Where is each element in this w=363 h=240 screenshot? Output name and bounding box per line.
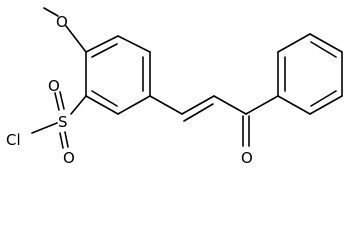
alkene-carbonyl-bond bbox=[213, 95, 247, 115]
alkene-double-bond bbox=[181, 95, 215, 115]
ring-bond bbox=[85, 35, 119, 53]
ring-bond bbox=[117, 95, 151, 115]
ring-double-bond bbox=[91, 90, 118, 107]
aryl-alkene-bond bbox=[149, 95, 183, 115]
right-benzene-ring bbox=[277, 33, 343, 115]
chemical-structure: O O S Cl O O bbox=[6, 7, 343, 167]
ring-bond bbox=[85, 95, 119, 115]
methoxy-oxygen-label: O bbox=[56, 13, 68, 31]
ring-bond bbox=[309, 33, 343, 53]
sulfur-label: S bbox=[58, 113, 68, 131]
ring-bond bbox=[117, 35, 151, 53]
s-o-double-bond bbox=[59, 91, 65, 110]
ring-bond bbox=[309, 95, 343, 115]
methyl-o-bond bbox=[43, 7, 59, 17]
aryl-s-bond bbox=[70, 95, 87, 115]
sulfonyl-oxygen-bottom-label: O bbox=[63, 149, 75, 167]
carbonyl-aryl-bond bbox=[245, 95, 279, 115]
atom-labels: O O S Cl O O bbox=[6, 13, 253, 167]
alkene-bonds bbox=[149, 95, 247, 122]
s-o-double-bond bbox=[54, 92, 60, 111]
left-benzene-ring bbox=[85, 35, 151, 115]
sulfonyl-chloride-bonds bbox=[31, 91, 87, 149]
ring-double-bond bbox=[310, 90, 337, 107]
s-cl-bond bbox=[31, 122, 58, 134]
o-aryl-bond bbox=[65, 25, 87, 53]
sulfonyl-oxygen-top-label: O bbox=[48, 77, 60, 95]
s-o-double-bond bbox=[64, 131, 69, 148]
s-o-double-bond bbox=[59, 132, 64, 149]
ketone-bonds bbox=[242, 95, 279, 147]
ring-bond bbox=[277, 33, 311, 53]
ring-double-bond bbox=[91, 43, 118, 58]
ketone-oxygen-label: O bbox=[241, 149, 253, 167]
ring-double-bond bbox=[310, 41, 337, 58]
chlorine-label: Cl bbox=[6, 131, 21, 149]
methoxy-bonds bbox=[43, 7, 87, 53]
ring-bond bbox=[277, 95, 311, 115]
alkene-double-bond bbox=[183, 103, 214, 122]
